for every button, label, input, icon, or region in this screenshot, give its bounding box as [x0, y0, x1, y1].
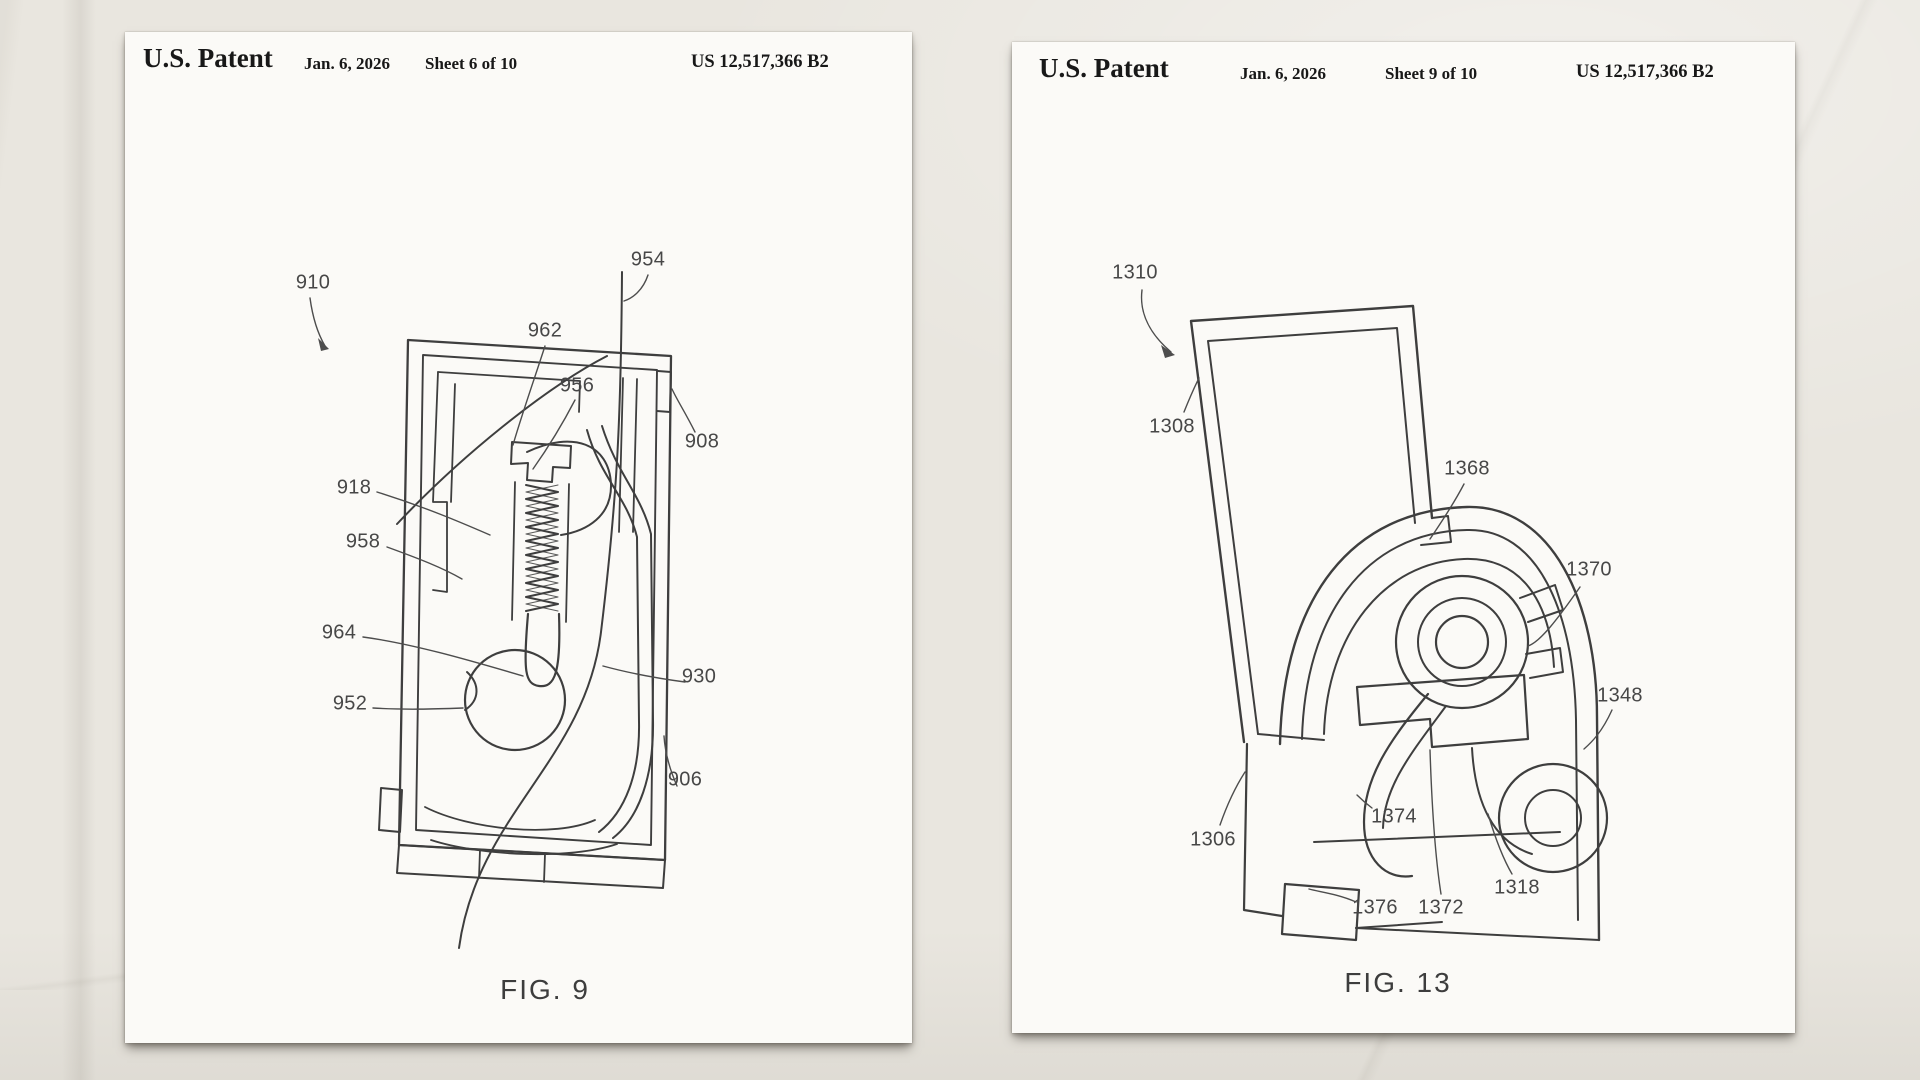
ref-numeral-1372: 1372 [1418, 896, 1464, 919]
fig9-spring-plunger [510, 441, 572, 688]
ref-numeral-906: 906 [667, 768, 703, 791]
ref-numeral-1308: 1308 [1149, 415, 1195, 438]
ref-numeral-1368: 1368 [1444, 457, 1490, 480]
fig13-leader-lines [1140, 289, 1613, 903]
ref-numeral-956: 956 [559, 374, 595, 397]
ref-numeral-1376: 1376 [1352, 896, 1398, 919]
page-header-title: U.S. Patent [143, 43, 273, 73]
fig9-bottom [378, 787, 666, 889]
fig9-lever-curve [396, 355, 608, 525]
figure-label-fig13: FIG. 13 [1344, 967, 1452, 998]
page-header-date: Jan. 6, 2026 [304, 54, 390, 73]
ref-numeral-954: 954 [630, 248, 666, 271]
fig9-ball [463, 648, 567, 752]
ref-numeral-962: 962 [527, 319, 563, 342]
ref-numeral-1310: 1310 [1112, 261, 1158, 284]
fig13-lever-arm [1362, 692, 1447, 878]
figure-13-drawing [1140, 289, 1613, 942]
backdrop-crease-left [62, 0, 96, 1080]
fig13-arrowhead-1310 [1161, 345, 1175, 358]
ref-numeral-1370: 1370 [1566, 558, 1612, 581]
fig13-base-foot [1242, 742, 1443, 942]
ref-numeral-964: 964 [321, 621, 357, 644]
page-header-sheet: Sheet 6 of 10 [425, 54, 518, 73]
ref-numeral-908: 908 [684, 430, 720, 453]
ref-numeral-1306: 1306 [1190, 828, 1236, 851]
fig9-channel [586, 377, 655, 839]
figure-label-fig9: FIG. 9 [500, 974, 590, 1005]
patent-page-sheet-9: U.S. Patent Jan. 6, 2026 Sheet 9 of 10 U… [1012, 42, 1795, 1033]
fig13-magazine [1189, 304, 1452, 744]
fig9-arrowhead-910 [318, 338, 329, 351]
page-header-patent-number: US 12,517,366 B2 [691, 52, 829, 72]
patent-page-sheet-6: U.S. Patent Jan. 6, 2026 Sheet 6 of 10 U… [125, 32, 912, 1043]
fig13-arch-housing [1278, 505, 1601, 942]
page-header-sheet: Sheet 9 of 10 [1385, 64, 1478, 83]
fig13-cam [1394, 574, 1564, 710]
ref-numeral-1318: 1318 [1494, 876, 1540, 899]
ref-numeral-918: 918 [336, 476, 372, 499]
page-header-date: Jan. 6, 2026 [1240, 64, 1326, 83]
page-header-patent-number: US 12,517,366 B2 [1576, 62, 1714, 82]
ref-numeral-930: 930 [681, 665, 717, 688]
fig9-leader-lines [309, 274, 696, 787]
ref-numeral-1374: 1374 [1371, 805, 1417, 828]
ref-numeral-910: 910 [295, 271, 331, 294]
ref-numeral-1348: 1348 [1597, 684, 1643, 707]
ref-numeral-952: 952 [332, 692, 368, 715]
page-header-title: U.S. Patent [1039, 53, 1169, 83]
fig9-long-bar [458, 271, 623, 949]
ref-numeral-958: 958 [345, 530, 381, 553]
figure-9-drawing [309, 271, 696, 949]
